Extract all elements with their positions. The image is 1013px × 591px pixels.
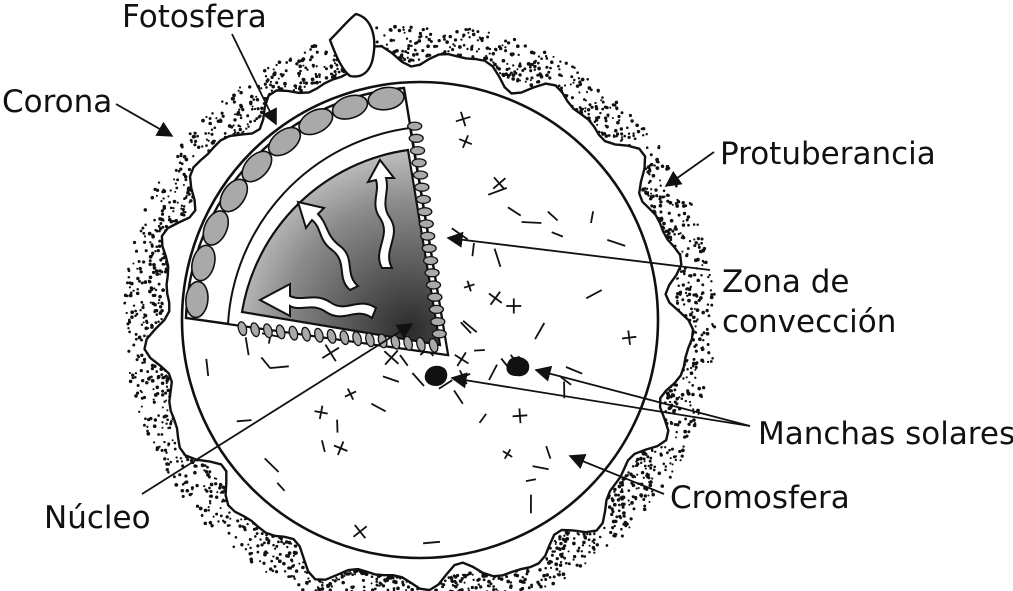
label-zona-line2: convección	[722, 304, 896, 340]
leader-fotosfera	[231, 33, 277, 126]
leader-manchas-2	[534, 365, 751, 427]
leader-protuberancia	[664, 151, 715, 187]
label-cromosfera: Cromosfera	[670, 480, 850, 516]
prominence-shape	[328, 12, 376, 78]
photosphere-cells	[185, 86, 405, 319]
sunspot-2	[506, 356, 530, 377]
leader-nucleo	[141, 323, 414, 495]
wavy-arrow-2	[296, 200, 360, 292]
leader-zona	[446, 231, 711, 271]
label-zona-line1: Zona de	[722, 264, 849, 300]
label-manchas: Manchas solares	[758, 416, 1013, 452]
leader-manchas-1	[450, 372, 751, 427]
leader-corona	[115, 103, 174, 137]
label-protuberancia: Protuberancia	[720, 136, 936, 172]
label-fotosfera: Fotosfera	[122, 0, 267, 35]
wavy-arrow-3	[257, 282, 378, 320]
sunspot-1	[424, 365, 448, 386]
energy-flow-arrows	[257, 158, 397, 320]
wavy-arrow-1	[366, 158, 397, 269]
leader-cromosfera	[568, 453, 665, 495]
label-corona: Corona	[2, 84, 112, 120]
surface-granulation	[205, 111, 637, 545]
convection-cells	[237, 121, 447, 353]
label-nucleo: Núcleo	[44, 500, 151, 536]
